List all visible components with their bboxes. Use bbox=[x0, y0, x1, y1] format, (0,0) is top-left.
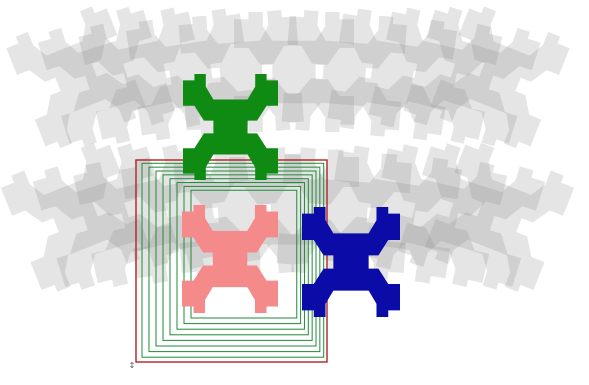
contour-frame-5 bbox=[169, 178, 309, 336]
ghost-bottom-1 bbox=[0, 142, 151, 292]
bounding-box bbox=[135, 159, 328, 363]
contour-frame-6 bbox=[176, 182, 305, 330]
robot-shapes bbox=[182, 74, 400, 317]
ghost-bottom-11 bbox=[424, 142, 575, 292]
contour-frame-4 bbox=[162, 174, 313, 341]
ghost-top-3 bbox=[78, 7, 213, 144]
contour-frame-8 bbox=[190, 189, 298, 319]
green-robot bbox=[183, 74, 278, 180]
ghost-bottom-9 bbox=[363, 144, 508, 287]
ghost-top-11 bbox=[430, 6, 570, 149]
ghost-bottom-10 bbox=[398, 143, 546, 290]
contour-frame-7 bbox=[183, 185, 302, 325]
contour-frame-1 bbox=[141, 162, 325, 358]
nested-contour-frames bbox=[135, 159, 328, 363]
ghost-top-7 bbox=[281, 10, 407, 137]
ghost-sweep-top-row bbox=[6, 6, 570, 149]
ghost-top-8 bbox=[327, 8, 458, 141]
ghost-bottom-3 bbox=[73, 144, 217, 287]
pink-robot bbox=[182, 205, 278, 313]
axis-marker: ↕ bbox=[128, 361, 136, 370]
ghost-top-9 bbox=[368, 7, 503, 144]
ghost-top-10 bbox=[403, 6, 541, 147]
ghost-top-2 bbox=[37, 6, 175, 147]
ghost-sweep-bottom-row bbox=[0, 142, 575, 292]
contour-frame-3 bbox=[155, 170, 317, 347]
ghost-top-1 bbox=[6, 6, 146, 149]
ghost-bottom-2 bbox=[32, 143, 180, 290]
blue-robot bbox=[302, 207, 400, 317]
contour-frame-2 bbox=[148, 166, 321, 353]
